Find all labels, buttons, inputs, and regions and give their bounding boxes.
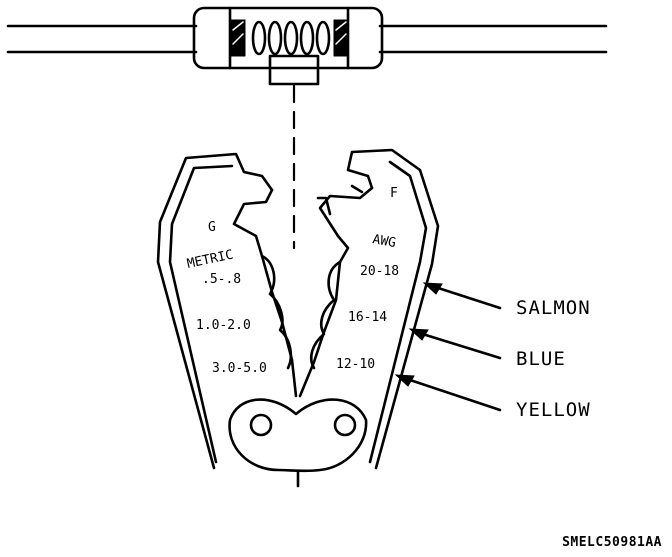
metric-size-1: .5-.8 — [202, 272, 241, 287]
callout-salmon: SALMON — [516, 297, 591, 319]
callout-leaders — [402, 284, 502, 412]
metric-scale-title: METRIC — [186, 247, 235, 271]
callout-yellow: YELLOW — [516, 399, 591, 421]
awg-scale-title: AWG — [371, 232, 397, 251]
crimp-tool-head — [156, 148, 440, 488]
awg-size-2: 16-14 — [348, 310, 387, 325]
awg-size-1: 20-18 — [360, 264, 399, 279]
letter-f: F — [390, 186, 398, 201]
wire-splice-connector — [6, 6, 608, 250]
metric-size-2: 1.0-2.0 — [196, 318, 251, 333]
awg-size-3: 12-10 — [336, 357, 375, 372]
callout-arrowheads — [394, 282, 443, 387]
figure-id: SMELC50981AA — [562, 535, 662, 550]
metric-size-3: 3.0-5.0 — [212, 361, 267, 376]
letter-g: G — [208, 220, 216, 235]
callout-blue: BLUE — [516, 348, 566, 370]
